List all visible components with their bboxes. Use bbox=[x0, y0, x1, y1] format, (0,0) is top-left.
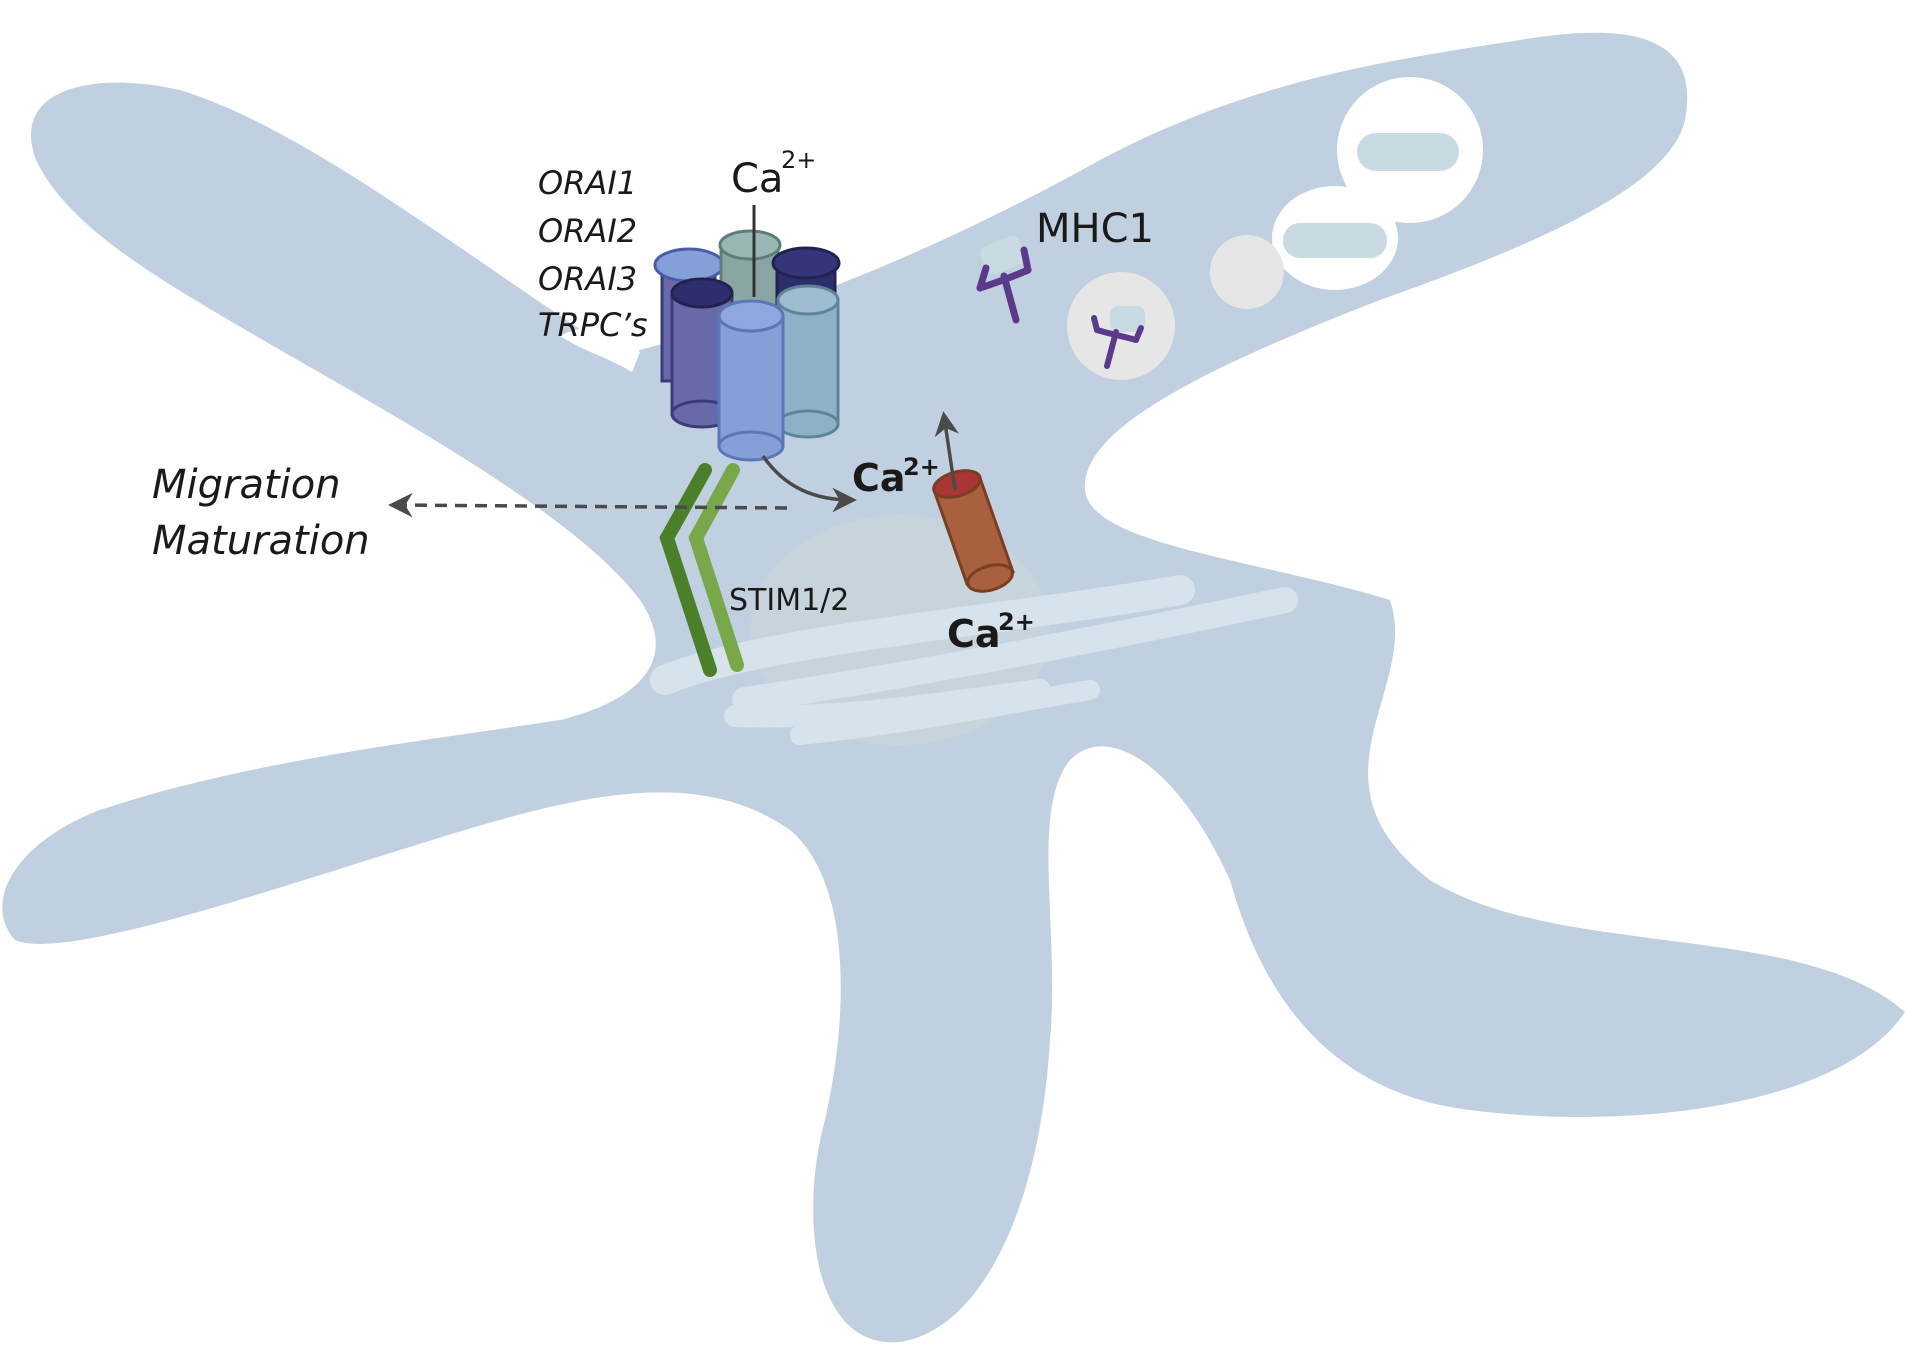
phagosome-cargo bbox=[1110, 306, 1145, 332]
mhc1-receptor-icon bbox=[976, 235, 1032, 324]
channel-label-orai3: ORAI3 bbox=[538, 260, 637, 298]
membrane-notch bbox=[560, 328, 640, 372]
vesicle-cargo bbox=[1357, 133, 1459, 171]
channel-label-orai1: ORAI1 bbox=[538, 164, 637, 202]
ca-er-label: Ca bbox=[947, 612, 1001, 656]
stim-label: STIM1/2 bbox=[729, 583, 849, 618]
vesicle-small bbox=[1210, 235, 1284, 309]
outcome-dashed-arrow bbox=[388, 492, 788, 518]
er-release-arrow bbox=[934, 411, 959, 491]
ca-extracellular-superscript: 2+ bbox=[781, 146, 816, 174]
stim-dimer-icon bbox=[659, 463, 744, 677]
ca-er-superscript: 2+ bbox=[998, 608, 1035, 636]
outcome-label-migration: Migration bbox=[152, 462, 341, 508]
channel-label-trpcs: TRPC’s bbox=[538, 306, 648, 344]
influx-arrow bbox=[761, 455, 857, 513]
endosome-chain bbox=[1067, 77, 1483, 380]
er-calcium-channel-icon bbox=[932, 469, 1015, 593]
vesicle-cargo bbox=[1283, 223, 1387, 258]
ca-cytosol-superscript: 2+ bbox=[903, 453, 940, 481]
outcome-label-maturation: Maturation bbox=[152, 518, 370, 564]
channel-label-orai2: ORAI2 bbox=[538, 212, 637, 250]
orai-channel-cluster-icon bbox=[653, 229, 841, 462]
ca-extracellular-label: Ca bbox=[731, 156, 783, 202]
mhc1-label: MHC1 bbox=[1036, 206, 1154, 252]
mhc1-receptor-internalized-icon bbox=[1091, 315, 1144, 369]
ca-cytosol-label: Ca bbox=[852, 456, 906, 500]
